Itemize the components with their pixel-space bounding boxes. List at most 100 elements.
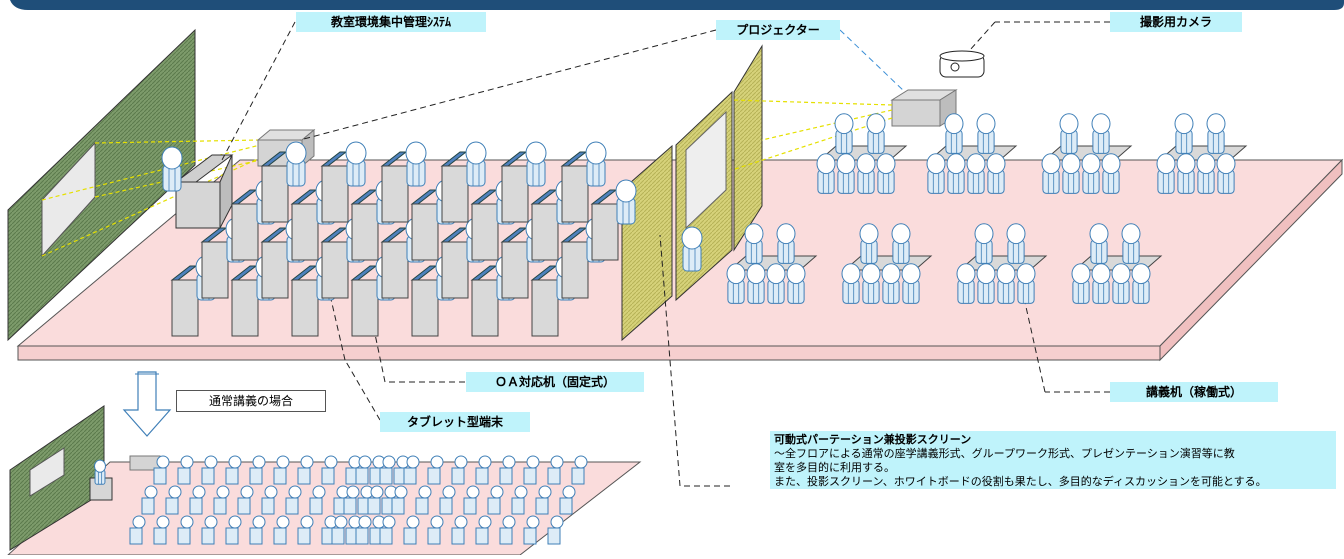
student-figure [1156,153,1176,194]
mini-desk [451,455,468,485]
label-normal-lecture: 通常講義の場合 [176,390,326,412]
oa-desk [500,151,529,223]
oa-desk [470,265,499,337]
oa-desk [560,227,589,299]
mini-desk [201,455,218,485]
student-figure [861,263,881,304]
student-figure [901,263,921,304]
mini-desk [523,515,540,545]
partition-note: 可動式パーテーション兼投影スクリーン ～全フロアによる通常の座学講義形式、グルー… [770,431,1336,489]
projector-right [890,89,958,127]
mini-desk [309,485,326,515]
student-figure [776,223,796,264]
label-management-system: 教室環境集中管理ｼｽﾃﾑ [296,12,486,32]
main-floor-edge [17,345,1161,361]
mini-desk [439,485,456,515]
student-figure [285,141,307,187]
mini-desk [153,455,170,485]
student-figure [1121,223,1141,264]
oa-desk [230,189,259,261]
mini-desk [415,485,432,515]
student-figure [1071,263,1091,304]
mini-desk [367,485,384,515]
student-figure [525,141,547,187]
mini-desk [177,455,194,485]
mini-desk [273,515,290,545]
oa-desk [530,189,559,261]
student-figure [859,223,879,264]
student-figure [1131,263,1151,304]
label-tablet: タブレット型端末 [380,412,530,432]
student-figure [1016,263,1036,304]
mini-desk [369,455,386,485]
student-figure [996,263,1016,304]
oa-desk [260,151,289,223]
mini-desk [535,485,552,515]
student-figure [976,263,996,304]
student-figure [944,113,964,154]
student-figure [1111,263,1131,304]
mini-desk [355,455,372,485]
student-figure [1216,153,1236,194]
mini-desk [379,515,396,545]
student-figure [1061,153,1081,194]
student-figure [881,263,901,304]
oa-desk [170,265,199,337]
mini-desk [165,485,182,515]
mini-desk [475,515,492,545]
mini-desk [523,455,540,485]
mini-desk [201,515,218,545]
oa-desk [380,151,409,223]
student-figure [1089,223,1109,264]
note-line-1: ～全フロアによる通常の座学講義形式、グループワーク形式、プレゼンテーション演習等… [774,447,1235,460]
student-figure [966,153,986,194]
oa-desk [440,227,469,299]
people-layer [94,113,1248,545]
mini-desk [213,485,230,515]
student-figure [1176,153,1196,194]
student-figure [1081,153,1101,194]
mini-desk [355,515,372,545]
mini-desk [499,515,516,545]
mini-desk [285,485,302,515]
student-figure [786,263,806,304]
mini-desk [499,455,516,485]
student-figure [856,153,876,194]
student-figure [1006,223,1026,264]
oa-desk [230,265,259,337]
mini-desk [547,455,564,485]
mini-desk [571,455,588,485]
student-figure [834,113,854,154]
left-wall [7,28,196,342]
oa-desk [350,265,379,337]
mini-desk [141,485,158,515]
partition-back [733,44,763,252]
top-banner [10,0,1344,10]
mini-desk [333,485,350,515]
student-figure [1206,113,1226,154]
note-title: 可動式パーテーション兼投影スクリーン [774,433,972,446]
mini-desk [321,455,338,485]
student-figure [816,153,836,194]
student-figure [841,263,861,304]
mini-desk [273,455,290,485]
mini-desk [297,515,314,545]
student-figure [345,141,367,187]
mini-desk [343,485,360,515]
student-figure [746,263,766,304]
mini-desk [331,515,348,545]
label-lecture-desk: 講義机（稼働式） [1110,382,1278,402]
mini-desk [427,455,444,485]
student-figure [1196,153,1216,194]
student-figure [1101,153,1121,194]
student-figure [836,153,856,194]
mini-desk [487,485,504,515]
student-figure [876,153,896,194]
mini-desk [463,485,480,515]
student-figure [405,141,427,187]
oa-desk [290,189,319,261]
oa-desk [380,227,409,299]
mini-desk [225,515,242,545]
student-figure [1059,113,1079,154]
mini-desk [357,485,374,515]
